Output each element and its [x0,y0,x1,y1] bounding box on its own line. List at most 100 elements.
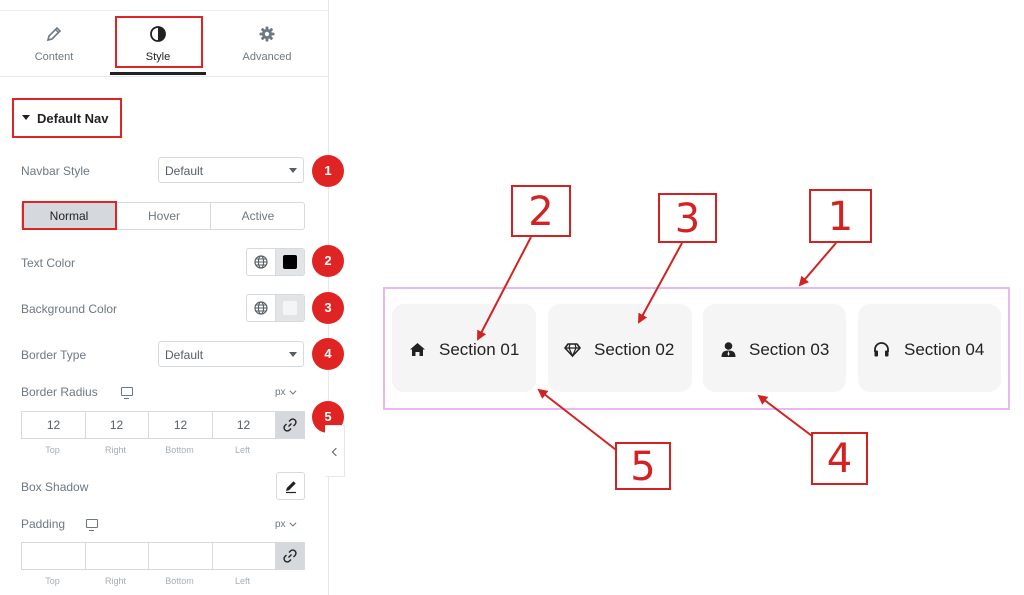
border-radius-label: Border Radius [21,385,98,399]
state-tab-hover[interactable]: Hover [116,203,211,229]
callout-badge-4: 4 [312,338,344,370]
box-shadow-label: Box Shadow [21,480,89,494]
callout-box-5: 5 [615,442,671,490]
contrast-icon [150,26,166,42]
chevron-down-icon [288,519,297,527]
chevron-left-icon [331,447,341,457]
border-radius-inputs: 12 12 12 12 [21,411,305,439]
link-values-button[interactable] [276,543,304,569]
editor-panel: Content Style Advanced Default Nav Navba… [0,0,344,595]
text-color-swatch [283,255,297,269]
tab-style[interactable]: Style [108,11,208,76]
background-color-label: Background Color [21,302,118,316]
text-color-control [246,248,305,276]
callout-box-2: 2 [511,185,571,237]
caret-down-icon [22,115,30,120]
callout-box-4: 4 [811,432,868,485]
link-values-button[interactable] [276,412,304,438]
padding-unit-select[interactable]: px [275,519,297,530]
background-color-swatch [283,301,297,315]
diamond-icon [564,343,581,358]
border-radius-left-input[interactable]: 12 [212,412,276,438]
state-tab-normal[interactable]: Normal [22,203,116,229]
padding-top-input[interactable] [22,543,86,569]
text-color-swatch-button[interactable] [276,249,304,275]
global-colors-button[interactable] [247,295,276,321]
headphones-icon [874,342,889,357]
tab-content[interactable]: Content [0,11,108,76]
monitor-icon[interactable] [86,519,98,531]
border-radius-unit: px [275,387,286,398]
pencil-icon [46,26,62,42]
user-icon [721,342,736,357]
callout-badge-3: 3 [312,292,344,324]
border-radius-unit-select[interactable]: px [275,387,297,398]
border-radius-right-input[interactable]: 12 [85,412,149,438]
nav-item-label: Section 01 [439,340,520,359]
side-label-right: Right [104,445,126,455]
padding-right-input[interactable] [85,543,149,569]
padding-left-input[interactable] [212,543,276,569]
nav-preview-frame [383,287,1010,410]
state-tabs: Normal Hover Active [21,202,305,230]
border-type-label: Border Type [21,348,87,362]
nav-item-label: Section 03 [749,340,830,359]
chevron-down-icon [289,352,297,357]
callout-box-1: 1 [809,189,872,243]
tab-advanced-label: Advanced [242,51,292,63]
nav-item-label: Section 04 [904,340,985,359]
globe-icon [254,301,268,315]
nav-item-section-02[interactable]: Section 02 [548,304,692,392]
nav-item-section-03[interactable]: Section 03 [703,304,846,392]
callout-box-3: 3 [658,193,717,243]
text-color-label: Text Color [21,256,76,270]
highlight-box-normal [22,201,117,230]
side-label-top: Top [45,576,60,586]
chevron-down-icon [288,387,297,395]
link-icon [283,549,297,563]
callout-badge-1: 1 [312,155,344,187]
nav-item-section-04[interactable]: Section 04 [858,304,1001,392]
border-type-value: Default [165,348,204,362]
side-label-left: Left [234,576,250,586]
pencil-icon [286,481,296,494]
section-toggle-default-nav[interactable]: Default Nav [12,98,122,138]
nav-item-label: Section 02 [594,340,675,359]
tab-style-label: Style [145,51,171,63]
border-type-select[interactable]: Default [158,341,304,367]
navbar-style-value: Default [165,164,204,178]
panel-tabs: Content Style Advanced [0,10,328,77]
box-shadow-edit-button[interactable] [276,472,305,500]
side-label-bottom: Bottom [165,576,194,586]
tab-advanced[interactable]: Advanced [208,11,326,76]
monitor-icon[interactable] [121,387,133,399]
background-color-control [246,294,305,322]
border-radius-top-input[interactable]: 12 [22,412,86,438]
global-colors-button[interactable] [247,249,276,275]
state-tab-active[interactable]: Active [210,203,305,229]
padding-unit: px [275,519,286,530]
navbar-style-select[interactable]: Default [158,157,304,183]
chevron-down-icon [289,168,297,173]
callout-badge-2: 2 [312,245,344,277]
padding-bottom-input[interactable] [149,543,213,569]
padding-inputs [21,542,305,570]
side-label-bottom: Bottom [165,445,194,455]
gear-icon [259,26,275,42]
side-label-top: Top [45,445,60,455]
globe-icon [254,255,268,269]
side-label-left: Left [234,445,250,455]
collapse-panel-button[interactable] [325,425,345,477]
navbar-style-label: Navbar Style [21,164,90,178]
highlight-box-style-tab [115,16,203,68]
link-icon [283,418,297,432]
active-tab-indicator [110,72,206,75]
home-icon [410,343,425,356]
nav-item-section-01[interactable]: Section 01 [392,304,536,392]
background-color-swatch-button[interactable] [276,295,304,321]
section-title: Default Nav [37,111,109,126]
border-radius-bottom-input[interactable]: 12 [149,412,213,438]
padding-label: Padding [21,517,66,531]
tab-content-label: Content [34,51,74,63]
arrow-1 [798,242,837,287]
